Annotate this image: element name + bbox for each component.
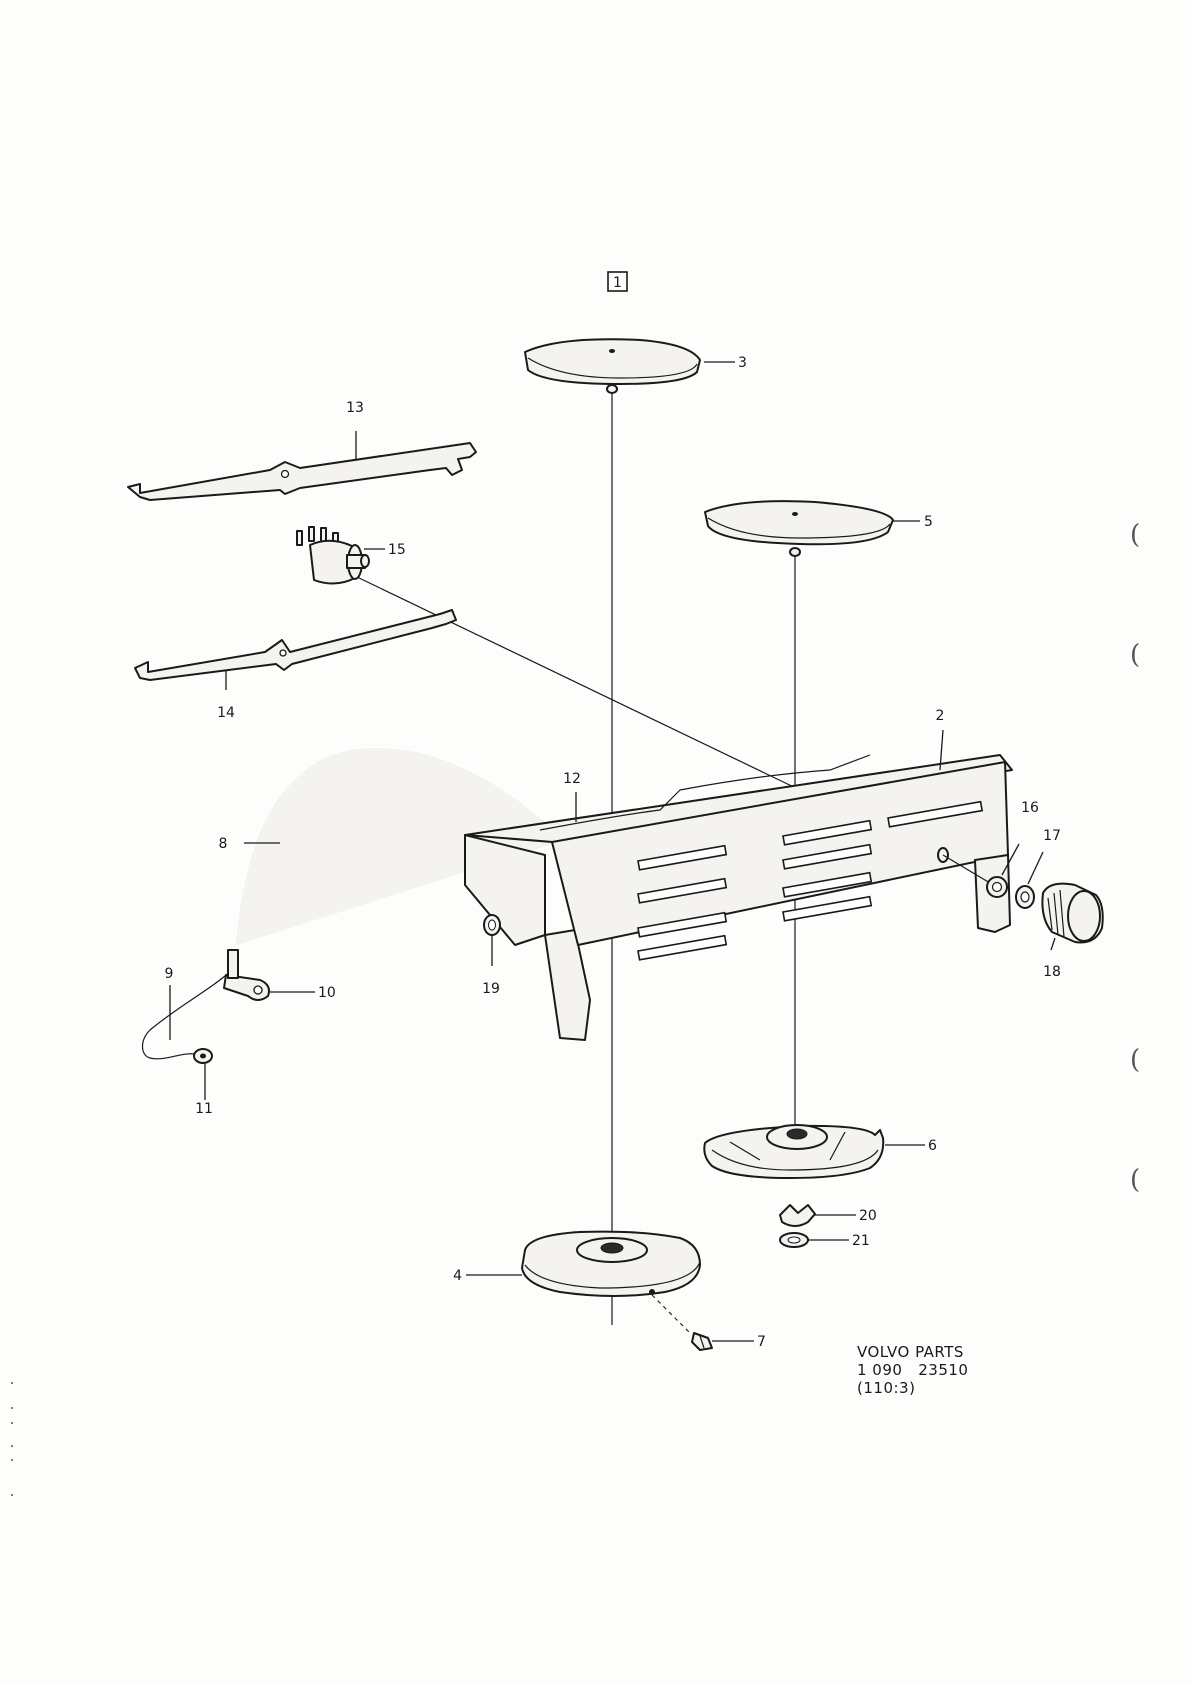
callout-20: 20 (859, 1208, 877, 1224)
part-9-cable-wire (141, 969, 233, 1060)
callout-11: 11 (195, 1101, 213, 1117)
callout-13: 13 (346, 400, 364, 416)
margin-mark-3: ( (1130, 1045, 1141, 1075)
margin-mark-1: ( (1130, 520, 1141, 550)
part-5-upper-plate (704, 500, 894, 557)
footer-section-code: (110:3) (857, 1379, 916, 1397)
part-7-screw (691, 1332, 713, 1351)
part-11-cable-stop (193, 1048, 213, 1064)
part-4-lower-plate (521, 1230, 701, 1334)
left-margin-dots (11, 1382, 13, 1496)
figure-reference-number: 1 (613, 275, 622, 291)
catalog-footer: VOLVO PARTS 1 090 23510 (110:3) (857, 1343, 968, 1397)
callout-21: 21 (852, 1233, 870, 1249)
callout-2: 2 (936, 708, 945, 724)
callout-5: 5 (924, 514, 933, 530)
callout-3: 3 (738, 355, 747, 371)
part-19-grommet (483, 914, 501, 936)
callout-8: 8 (219, 836, 228, 852)
leader-lines (169, 361, 1056, 1342)
part-21-flat-washer (779, 1232, 809, 1248)
callout-labels: 3 5 13 15 14 2 12 8 16 17 18 19 9 10 11 … (165, 355, 1061, 1350)
callout-4: 4 (453, 1268, 462, 1284)
part-15-rotary-switch (296, 526, 370, 585)
callout-18: 18 (1043, 964, 1061, 980)
callout-15: 15 (388, 542, 406, 558)
callout-14: 14 (217, 705, 235, 721)
figure-reference-box: 1 (607, 271, 628, 292)
part-2-control-panel (464, 754, 1013, 1041)
part-20-spring-washer (779, 1204, 816, 1227)
callout-16: 16 (1021, 800, 1039, 816)
margin-mark-4: ( (1130, 1165, 1141, 1195)
part-3-upper-plate (524, 338, 701, 394)
footer-brand: VOLVO PARTS (857, 1343, 964, 1361)
part-16-nut (986, 876, 1008, 898)
part-17-washer (1015, 885, 1035, 909)
part-6-lower-plate (703, 1124, 885, 1179)
footer-part-number: 1 090 23510 (857, 1361, 969, 1379)
callout-10: 10 (318, 985, 336, 1001)
callout-19: 19 (482, 981, 500, 997)
margin-mark-2: ( (1130, 640, 1141, 670)
part-14-lower-lever (134, 609, 457, 681)
part-10-cable-clip (223, 949, 270, 1001)
part-18-knob (1041, 882, 1104, 944)
callout-6: 6 (928, 1138, 937, 1154)
callout-9: 9 (165, 966, 174, 982)
callout-12: 12 (563, 771, 581, 787)
part-13-upper-lever (127, 442, 477, 501)
callout-17: 17 (1043, 828, 1061, 844)
assembly-axis-line-switch (356, 576, 801, 791)
callout-7: 7 (757, 1334, 766, 1350)
